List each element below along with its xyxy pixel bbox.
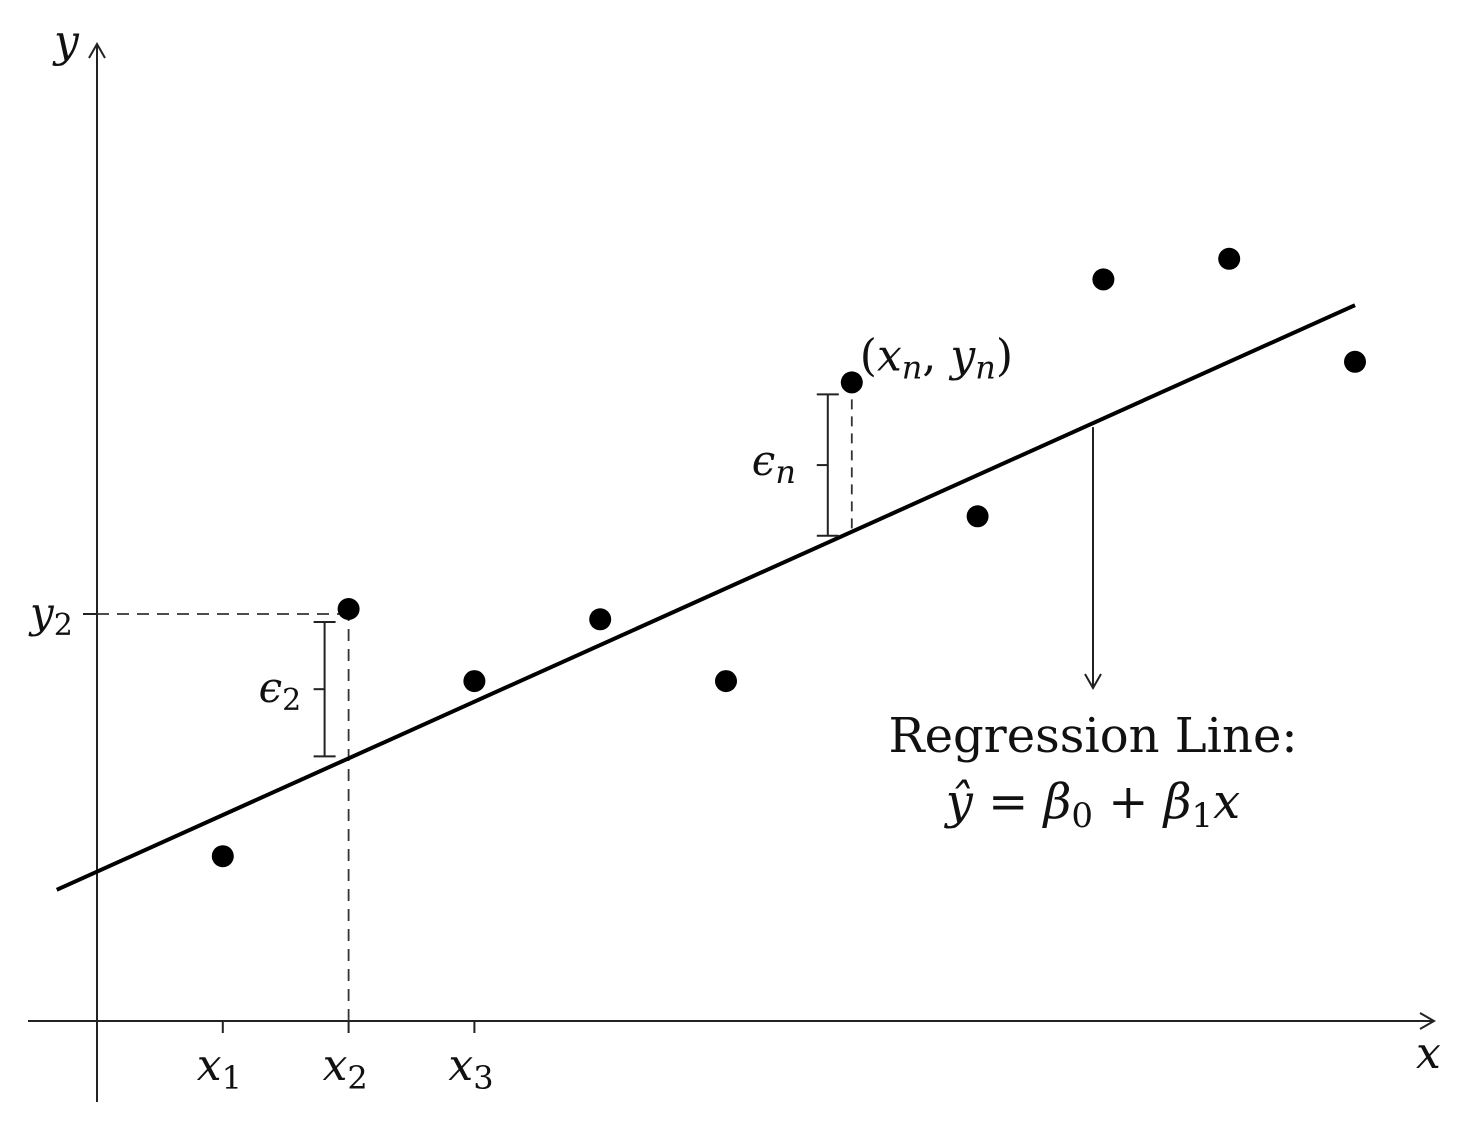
equation-beta1-sub: 1 <box>1192 796 1214 836</box>
x-tick-main: x <box>197 1040 222 1091</box>
equation-yhat: ŷ <box>944 774 974 830</box>
x-tick-label: x3 <box>448 1040 493 1097</box>
x-tick-main: x <box>323 1040 348 1091</box>
residual-2-sub: 2 <box>282 683 301 718</box>
residual-n-sub: n <box>775 453 796 491</box>
regression-title: Regression Line: <box>888 708 1297 764</box>
annotation-arrowhead <box>1084 673 1102 691</box>
equation-equals: = <box>973 774 1044 830</box>
equation-x: x <box>1213 774 1240 830</box>
y2-tick-sub: 2 <box>54 608 73 643</box>
data-point <box>966 505 989 528</box>
data-point <box>715 670 737 693</box>
y2-tick-main: y <box>28 588 55 637</box>
residual-label-2: ϵ2 <box>259 663 302 718</box>
equation-beta0-sub: 0 <box>1071 796 1093 836</box>
regression-line <box>55 303 1356 892</box>
residual-n-main: ϵ <box>752 436 776 485</box>
equation-plus: + <box>1093 774 1164 830</box>
data-point <box>589 608 612 631</box>
point-label-x-sub: n <box>902 348 923 386</box>
x-tick-label: x1 <box>197 1040 242 1097</box>
point-label-xn-yn: (xn, yn) <box>860 330 1013 386</box>
y2-tick-label: y2 <box>28 588 73 643</box>
x-tick-sub: 1 <box>222 1059 242 1097</box>
data-point <box>1344 350 1366 373</box>
data-point <box>1218 247 1241 270</box>
regression-equation: ŷ = β0 + β1x <box>944 774 1240 836</box>
residual-label-n: ϵn <box>752 436 796 491</box>
x-axis-label: x <box>1416 1028 1441 1079</box>
residual-2-main: ϵ <box>259 663 283 712</box>
point-label-comma: , <box>922 330 950 381</box>
point-label-x: x <box>877 330 902 381</box>
data-point <box>337 598 360 620</box>
data-point <box>1092 268 1115 291</box>
data-points <box>211 247 1366 868</box>
x-tick-label: x2 <box>323 1040 368 1097</box>
point-label-y-sub: n <box>975 348 996 386</box>
y-axis-label: y <box>52 16 80 67</box>
x-tick-main: x <box>448 1040 473 1091</box>
equation-beta1: β <box>1162 774 1192 830</box>
data-point <box>463 670 486 693</box>
point-label-close: ) <box>996 330 1013 381</box>
point-label-y: y <box>948 330 976 381</box>
y-axis-arrowhead <box>88 41 106 59</box>
x-axis-arrowhead <box>1419 1012 1437 1030</box>
data-point <box>840 371 863 394</box>
data-point <box>211 845 234 868</box>
x-tick-sub: 3 <box>473 1059 493 1097</box>
equation-beta0: β <box>1042 774 1072 830</box>
x-tick-sub: 2 <box>347 1059 367 1097</box>
point-label-open: ( <box>860 330 877 381</box>
residual-bracket-n <box>816 393 839 537</box>
residual-bracket-2 <box>313 621 336 758</box>
